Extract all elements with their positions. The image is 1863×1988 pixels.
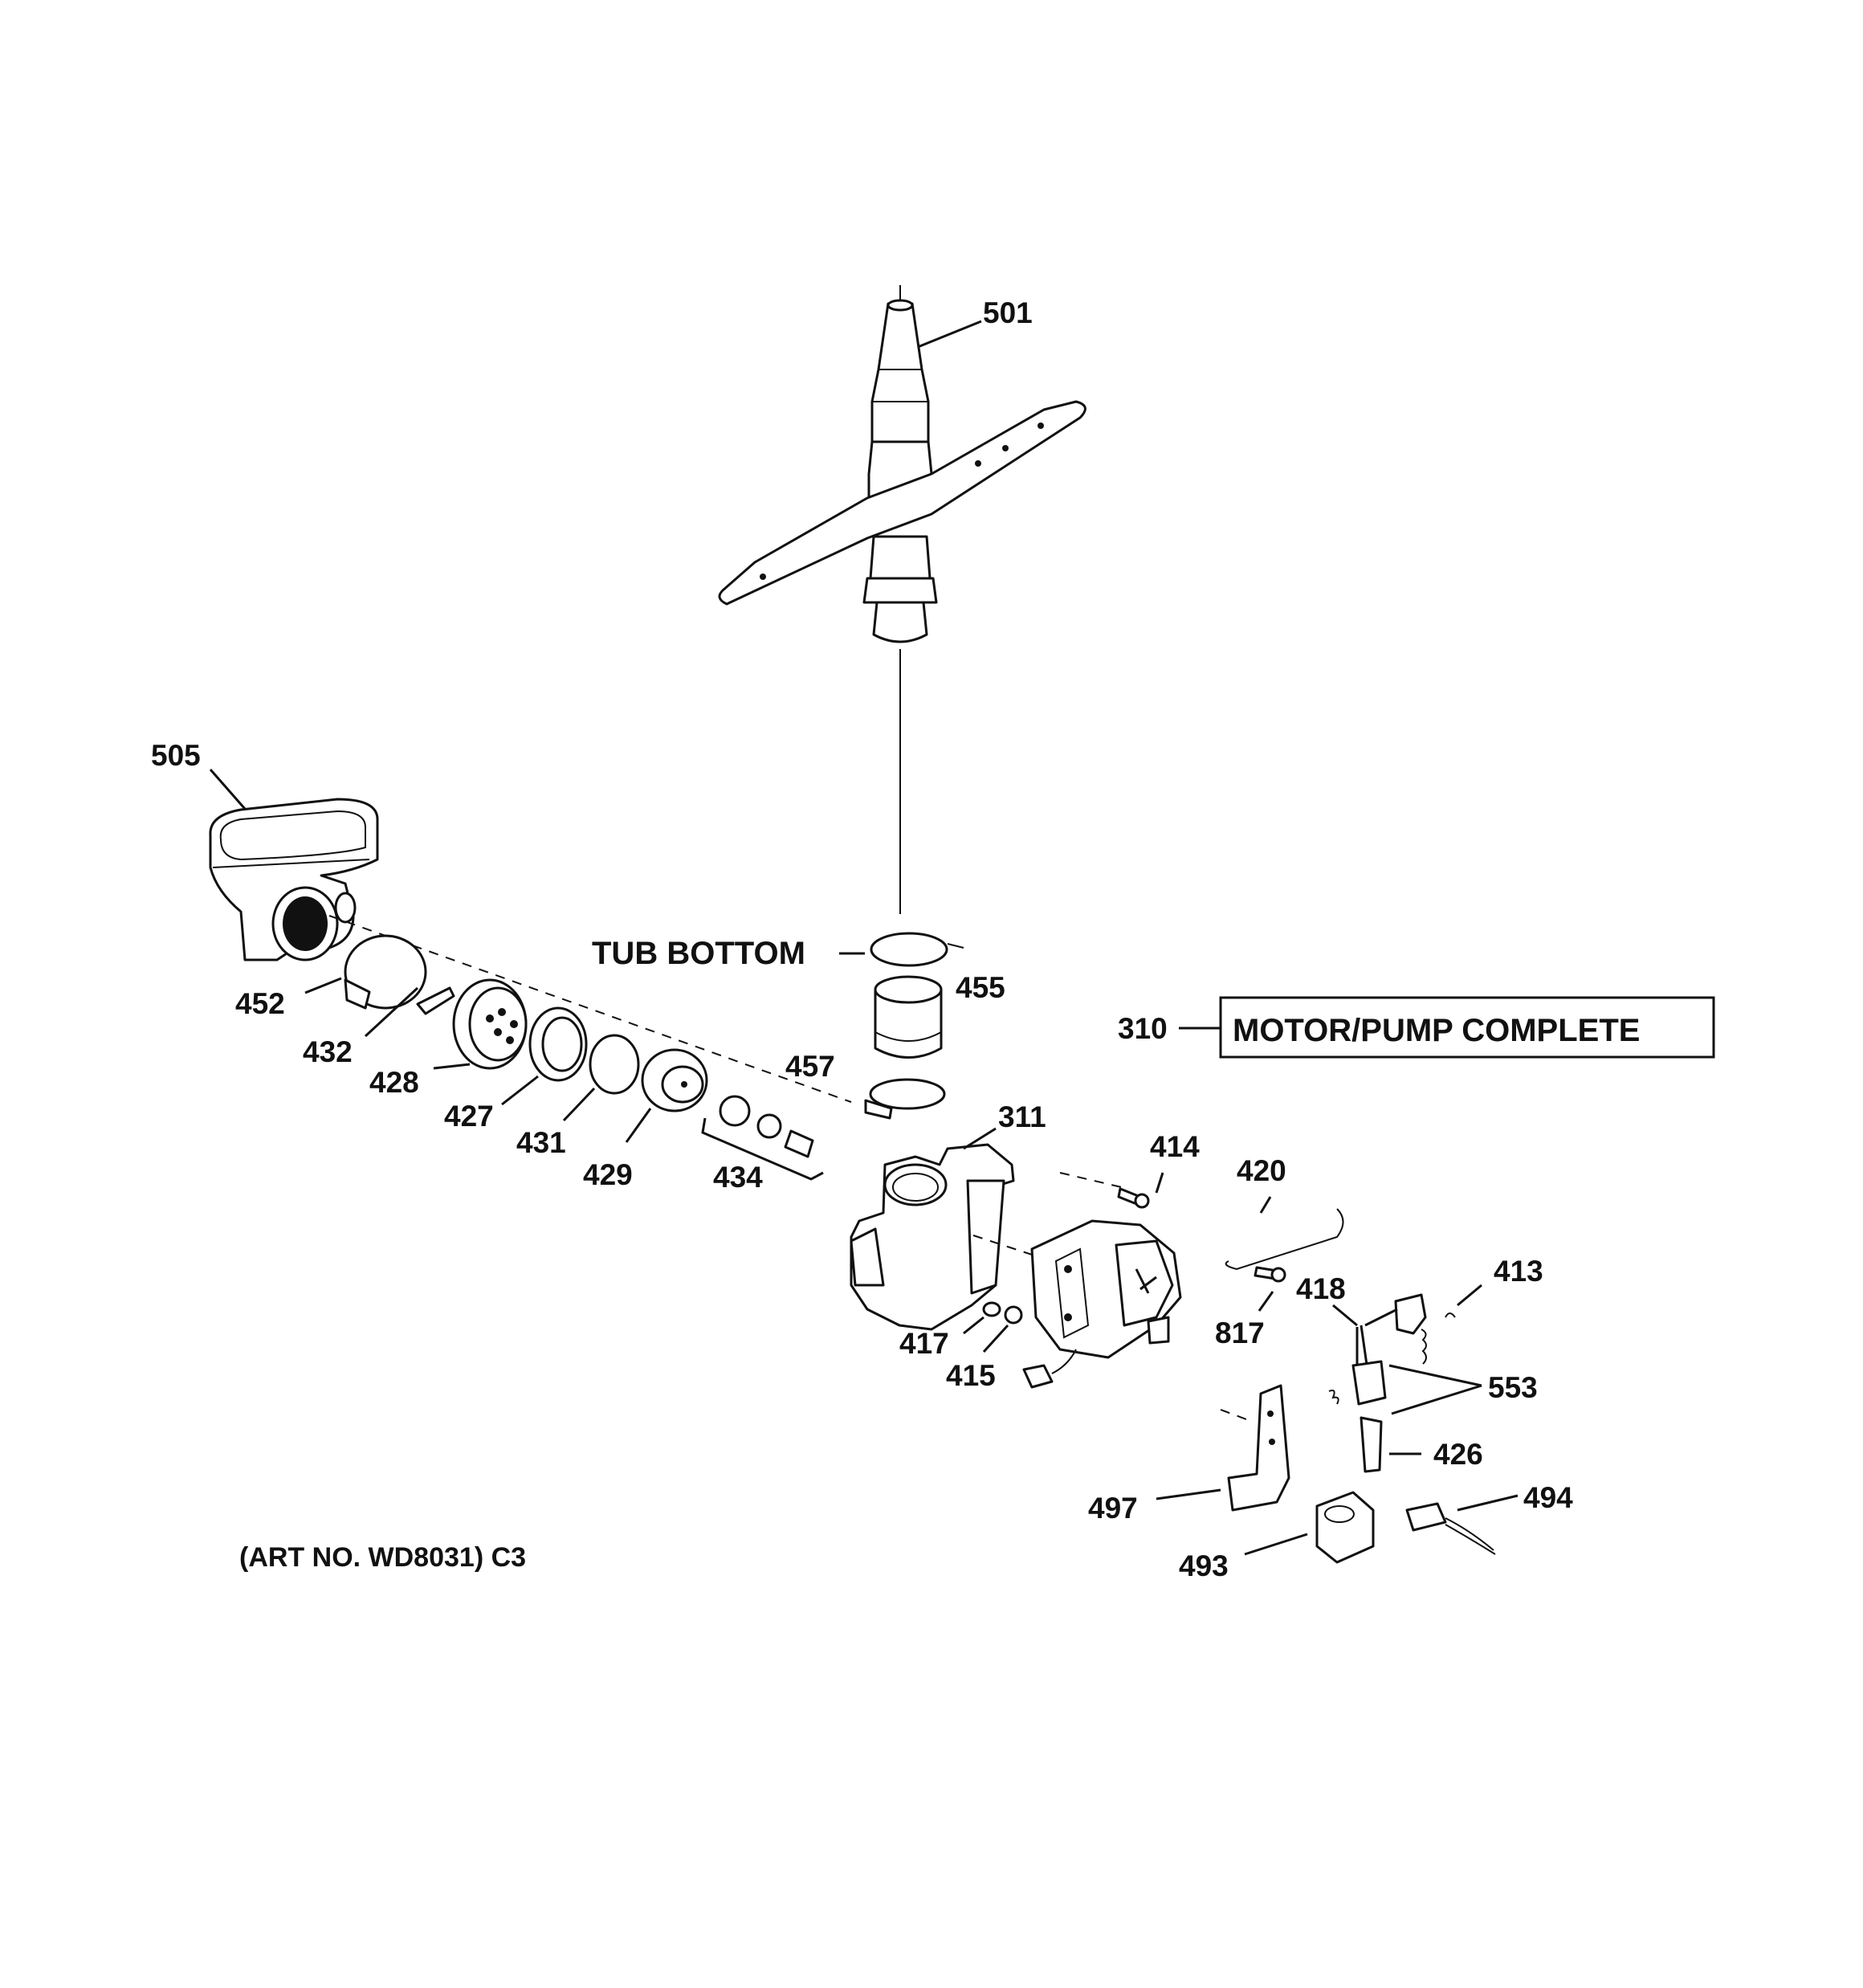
label-415: 415: [946, 1359, 996, 1392]
motor-pump-complete-callout: 310 MOTOR/PUMP COMPLETE: [1118, 996, 1715, 1059]
label-motor-pump: MOTOR/PUMP COMPLETE: [1233, 1013, 1640, 1048]
part-427-ring: 427: [444, 1006, 588, 1133]
label-420: 420: [1237, 1154, 1286, 1187]
label-497: 497: [1088, 1492, 1138, 1525]
part-505-sump: 505: [151, 739, 379, 961]
label-310: 310: [1118, 1012, 1168, 1045]
part-429-impeller-cover: 429: [583, 1048, 708, 1191]
motor: [972, 1172, 1182, 1389]
label-429: 429: [583, 1158, 633, 1191]
art-number: (ART NO. WD8031) C3: [239, 1542, 526, 1573]
part-493-solenoid: 493: [1179, 1491, 1375, 1582]
part-434-kit: 434: [701, 1095, 824, 1194]
label-501: 501: [983, 296, 1033, 329]
part-431-ring: 431: [516, 1034, 640, 1159]
part-501-spray-arm: 501: [718, 285, 1086, 914]
label-432: 432: [303, 1035, 353, 1068]
label-tub-bottom: TUB BOTTOM: [592, 936, 805, 971]
part-418-group: 418: [1296, 1272, 1427, 1406]
label-553: 553: [1488, 1371, 1538, 1404]
part-452-clamp: 452: [235, 934, 427, 1020]
label-417: 417: [899, 1327, 949, 1360]
label-817: 817: [1215, 1316, 1265, 1349]
part-417-washer: 417: [899, 1301, 1001, 1360]
part-497-bracket: 497: [1088, 1384, 1290, 1525]
label-418: 418: [1296, 1272, 1346, 1305]
part-432-clip: 432: [303, 986, 455, 1068]
motor-pump-box: [1219, 996, 1715, 1059]
label-427: 427: [444, 1100, 494, 1133]
part-428-filter: 428: [369, 978, 528, 1099]
tub-bottom-group: TUB BOTTOM 455 457: [592, 932, 1005, 1120]
part-553-kit: 553: [1388, 1364, 1538, 1415]
part-415-nut: 415: [946, 1305, 1023, 1392]
label-428: 428: [369, 1066, 419, 1099]
part-311-pump-housing: 311: [850, 1100, 1046, 1331]
part-426-pin: 426: [1360, 1416, 1483, 1473]
label-455: 455: [956, 971, 1005, 1004]
label-434: 434: [713, 1161, 763, 1194]
part-420-rod: 420: [1225, 1154, 1344, 1271]
part-413-clip: 413: [1445, 1255, 1543, 1318]
label-431: 431: [516, 1126, 566, 1159]
part-414-screw: 414: [1117, 1130, 1200, 1209]
label-413: 413: [1494, 1255, 1543, 1288]
label-505: 505: [151, 739, 201, 772]
label-494: 494: [1523, 1481, 1573, 1514]
label-452: 452: [235, 987, 285, 1020]
label-457: 457: [785, 1050, 835, 1083]
part-817-screw: 817: [1215, 1266, 1286, 1349]
label-414: 414: [1150, 1130, 1200, 1163]
label-311: 311: [998, 1100, 1046, 1133]
label-426: 426: [1433, 1438, 1483, 1471]
part-494-connector: 494: [1405, 1481, 1573, 1555]
label-493: 493: [1179, 1549, 1229, 1582]
